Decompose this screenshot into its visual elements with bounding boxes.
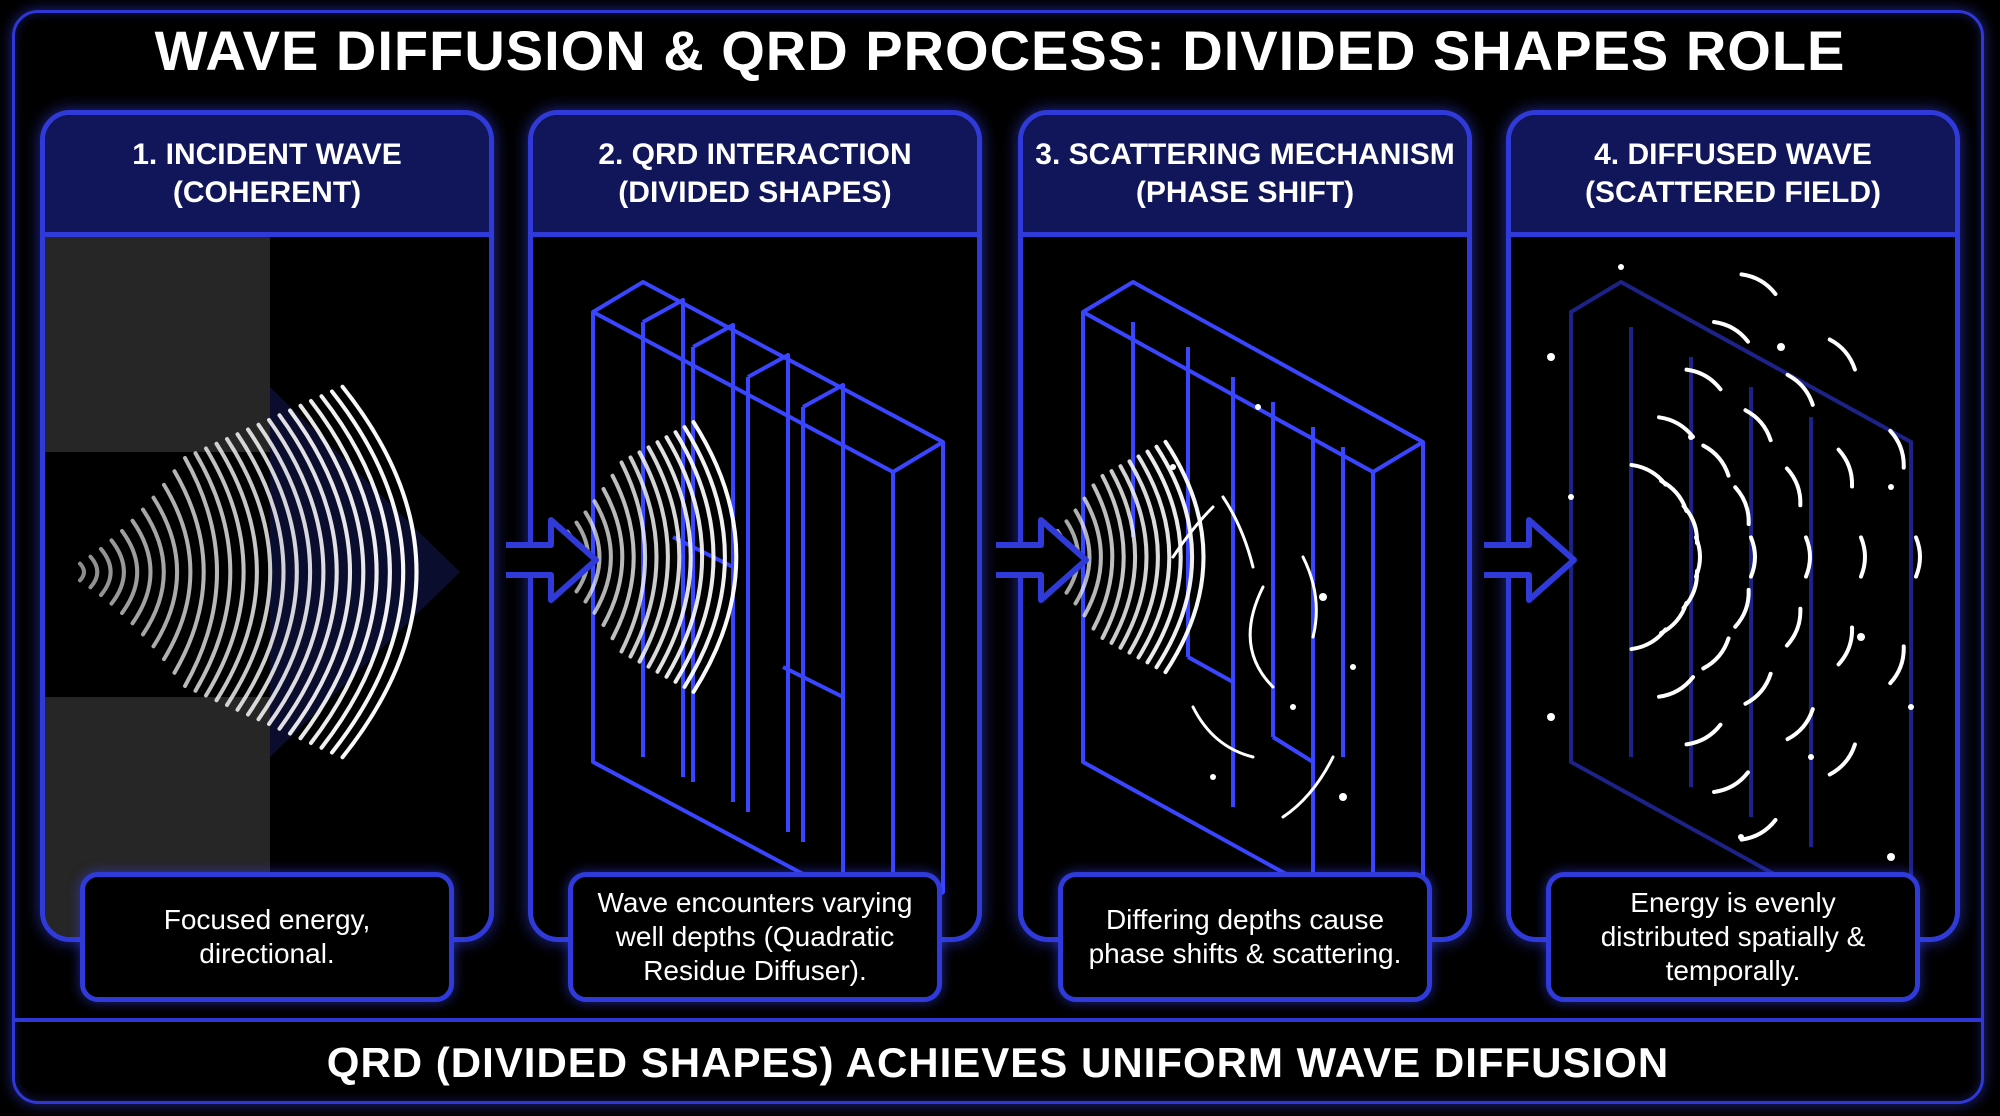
qrd-diffuser-icon [1081, 280, 1425, 924]
incident-wave-arrow-icon [78, 384, 460, 760]
panel-caption: Differing depths cause phase shifts & sc… [1058, 872, 1432, 1002]
footer-banner: QRD (DIVIDED SHAPES) ACHIEVES UNIFORM WA… [12, 1018, 1984, 1104]
caption-text: Wave encounters varying well depths (Qua… [597, 887, 913, 986]
panel-caption: Wave encounters varying well depths (Qua… [568, 872, 942, 1002]
incident-wave-illustration [45, 237, 489, 937]
caption-text: Focused energy, directional. [163, 904, 371, 969]
flow-arrow-icon [506, 517, 599, 603]
panel-incident-wave: 1. INCIDENT WAVE (COHERENT) [40, 110, 494, 942]
qrd-diffuser-icon [1569, 279, 1913, 925]
panel-header: 3. SCATTERING MECHANISM (PHASE SHIFT) [1023, 115, 1467, 237]
scatter-particles-icon [1170, 404, 1356, 801]
panel-qrd-interaction: 2. QRD INTERACTION (DIVIDED SHAPES) [528, 110, 982, 942]
panel-diffused-wave: 4. DIFFUSED WAVE (SCATTERED FIELD) [1506, 110, 1960, 942]
flow-arrow-icon [1484, 517, 1577, 603]
wave-front-icon [1028, 439, 1206, 675]
panel-header: 2. QRD INTERACTION (DIVIDED SHAPES) [533, 115, 977, 237]
panel-heading-line2: (DIVIDED SHAPES) [618, 175, 892, 209]
qrd-diffuser-illustration [533, 237, 977, 937]
panel-heading-line2: (COHERENT) [172, 175, 362, 209]
qrd-diffuser-icon [591, 280, 945, 924]
panel-scattering-mechanism: 3. SCATTERING MECHANISM (PHASE SHIFT) [1018, 110, 1472, 942]
panel-caption: Focused energy, directional. [80, 872, 454, 1002]
panel-heading-line2: (PHASE SHIFT) [1135, 175, 1355, 209]
panel-heading-line2: (SCATTERED FIELD) [1584, 175, 1882, 209]
panel-heading-line1: 1. INCIDENT WAVE [132, 137, 402, 171]
flow-arrow-icon [996, 517, 1089, 603]
scattering-illustration [1023, 237, 1467, 937]
caption-text: Differing depths cause phase shifts & sc… [1088, 904, 1402, 969]
panel-header: 4. DIFFUSED WAVE (SCATTERED FIELD) [1511, 115, 1955, 237]
footer-text: QRD (DIVIDED SHAPES) ACHIEVES UNIFORM WA… [326, 1039, 1670, 1086]
page-title: WAVE DIFFUSION & QRD PROCESS: DIVIDED SH… [154, 19, 1846, 82]
panel-heading-line1: 3. SCATTERING MECHANISM [1035, 137, 1455, 171]
diffused-wave-icon [1629, 272, 1922, 842]
panel-header: 1. INCIDENT WAVE (COHERENT) [45, 115, 489, 237]
panel-caption: Energy is evenly distributed spatially &… [1546, 872, 1920, 1002]
panel-heading-line1: 4. DIFFUSED WAVE [1594, 137, 1872, 171]
panel-heading-line1: 2. QRD INTERACTION [598, 137, 912, 171]
caption-text: Energy is evenly distributed spatially &… [1600, 887, 1866, 986]
scatter-arrows-icon [1171, 495, 1335, 819]
outer-frame [12, 10, 1984, 1104]
